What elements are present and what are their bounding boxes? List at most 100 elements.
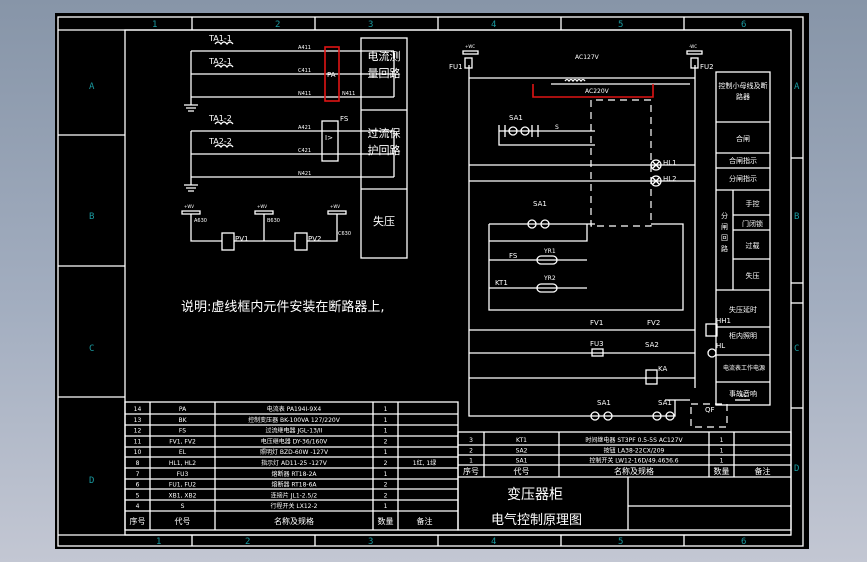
bom-header: 代号 xyxy=(175,516,191,526)
highlight-rect xyxy=(532,84,654,98)
svg-text:FU1: FU1 xyxy=(449,63,463,71)
svg-text:C630: C630 xyxy=(338,231,351,237)
svg-text:C411: C411 xyxy=(298,68,311,74)
function-blocks-left xyxy=(360,37,408,259)
column-labels-top: 1 2 3 4 5 6 xyxy=(152,20,746,30)
svg-text:SA1: SA1 xyxy=(509,114,523,122)
svg-text:N411: N411 xyxy=(298,91,311,97)
svg-text:HH1: HH1 xyxy=(716,317,731,325)
bom-cell: 2 xyxy=(384,438,388,445)
svg-text:B: B xyxy=(89,212,94,222)
svg-text:SA1: SA1 xyxy=(533,200,547,208)
svg-text:+WV: +WV xyxy=(330,204,340,209)
bom-cell: 控制开关 LW12-16D/49.4636.6 xyxy=(589,457,678,465)
current-measure-circuit: TA1-1 TA2-1 PA A411 C411 N411 N411 xyxy=(184,34,395,112)
trip-voltage-loss: 失压 xyxy=(745,272,760,280)
svg-text:SA1: SA1 xyxy=(597,399,611,407)
bom-cell: 电流表 PA194I-9X4 xyxy=(267,405,322,413)
svg-text:QF: QF xyxy=(705,406,715,414)
bom-cell: 1 xyxy=(384,417,388,424)
svg-text:SA2: SA2 xyxy=(645,341,659,349)
block-ammeter-power: 电流表工作电源 xyxy=(722,365,765,372)
bom-header: 序号 xyxy=(463,466,479,476)
bom-cell: 7 xyxy=(136,471,140,478)
svg-text:+WV: +WV xyxy=(184,204,194,209)
column-labels-bottom: 1 2 3 4 5 6 xyxy=(156,537,746,547)
bom-header: 备注 xyxy=(755,466,771,476)
svg-text:A421: A421 xyxy=(298,125,311,131)
svg-text:S: S xyxy=(555,124,559,131)
trip-overload: 过载 xyxy=(745,242,760,250)
svg-text:PV2: PV2 xyxy=(308,235,321,243)
bom-cell: 14 xyxy=(134,406,142,413)
bom-cell: 熔断器 RT18-6A xyxy=(271,481,317,489)
undervoltage-circuit: +WV +WV +WV A630 B630 C630 PV1 PV2 xyxy=(181,204,351,251)
bom-cell: 12 xyxy=(134,428,142,435)
bom-cell: 10 xyxy=(134,449,142,456)
ammeter-pa xyxy=(324,46,340,102)
bom-cell: 控制变压器 BK-100VA 127/220V xyxy=(248,416,341,424)
drawing-canvas[interactable]: 1 2 3 4 5 6 1 2 3 4 5 6 A B C D A B C D … xyxy=(55,13,809,549)
bom-cell: 13 xyxy=(134,417,142,424)
svg-text:C: C xyxy=(794,344,799,354)
svg-text:PV1: PV1 xyxy=(235,235,248,243)
svg-text:SA1: SA1 xyxy=(658,399,672,407)
svg-text:TA2-1: TA2-1 xyxy=(208,57,232,66)
svg-text:WS: WS xyxy=(740,393,747,398)
bom-cell: XB1, XB2 xyxy=(169,492,197,499)
bom-header: 数量 xyxy=(378,516,394,526)
svg-text:C: C xyxy=(89,344,94,354)
overcurrent-circuit: TA1-2 TA2-2 FS I> A421 C421 N421 xyxy=(184,114,395,192)
bom-cell: 6 xyxy=(136,482,140,489)
bom-cell: 2 xyxy=(384,460,388,467)
bom-cell: 过流继电器 JGL-13/II xyxy=(266,427,323,435)
svg-text:C421: C421 xyxy=(298,148,311,154)
block-delay: 失压延时 xyxy=(729,306,757,314)
svg-text:HL1: HL1 xyxy=(663,159,677,167)
title-line-1: 变压器柜 xyxy=(507,487,563,503)
col-label: 3 xyxy=(368,20,373,30)
svg-text:1: 1 xyxy=(156,537,161,547)
block-close: 合闸 xyxy=(736,135,750,143)
svg-text:AC220V: AC220V xyxy=(585,88,610,95)
block-bus-breaker: 控制小母线及断路器 xyxy=(718,82,768,101)
bom-cell: 1 xyxy=(720,447,724,454)
svg-text:N411: N411 xyxy=(342,91,355,97)
bom-cell: 11 xyxy=(134,438,142,445)
svg-text:HL: HL xyxy=(716,342,725,350)
bom-cell: 1 xyxy=(384,503,388,510)
svg-text:AC127V: AC127V xyxy=(575,54,600,61)
col-label: 4 xyxy=(491,20,496,30)
bom-cell: 1 xyxy=(720,458,724,465)
bom-cell: 连接片 JL1-2.5/2 xyxy=(271,491,318,499)
bom-header: 名称及规格 xyxy=(274,516,314,526)
control-circuit: +WC -WC FU1 FU2 AC127V AC220V SA1 S HL1 … xyxy=(449,44,750,428)
svg-text:FU3: FU3 xyxy=(590,340,604,348)
svg-text:FU2: FU2 xyxy=(700,63,714,71)
svg-text:4: 4 xyxy=(491,537,496,547)
lamp-hl2 xyxy=(650,175,662,187)
bom-cell: 2 xyxy=(469,447,473,454)
bom-cell: FS xyxy=(179,428,186,435)
bom-cell: KT1 xyxy=(516,437,527,444)
block-trip-circuit: 分闸回路 xyxy=(721,212,728,253)
bom-header: 数量 xyxy=(714,466,730,476)
svg-text:A411: A411 xyxy=(298,45,311,51)
bom-cell: FU1, FU2 xyxy=(169,482,196,489)
title-line-2: 电气控制原理图 xyxy=(491,512,582,528)
relay-fs xyxy=(321,120,339,162)
bom-cell: 照明灯 BZD-60W -127V xyxy=(260,448,329,456)
svg-text:TA1-1: TA1-1 xyxy=(208,34,232,43)
bom-cell: 熔断器 RT18-2A xyxy=(271,470,317,478)
bom-cell: FV1, FV2 xyxy=(169,438,196,445)
block-current-measure: 电流测量回路 xyxy=(367,50,401,80)
col-label: 5 xyxy=(618,20,623,30)
svg-text:3: 3 xyxy=(368,537,373,547)
row-labels: A B C D A B C D xyxy=(89,82,800,486)
bom-cell: S xyxy=(181,503,185,510)
svg-text:-WC: -WC xyxy=(689,44,697,49)
bom-header: 序号 xyxy=(130,516,146,526)
trip-manual: 手控 xyxy=(745,200,760,208)
svg-text:A630: A630 xyxy=(194,218,207,224)
svg-text:I>: I> xyxy=(325,134,333,142)
